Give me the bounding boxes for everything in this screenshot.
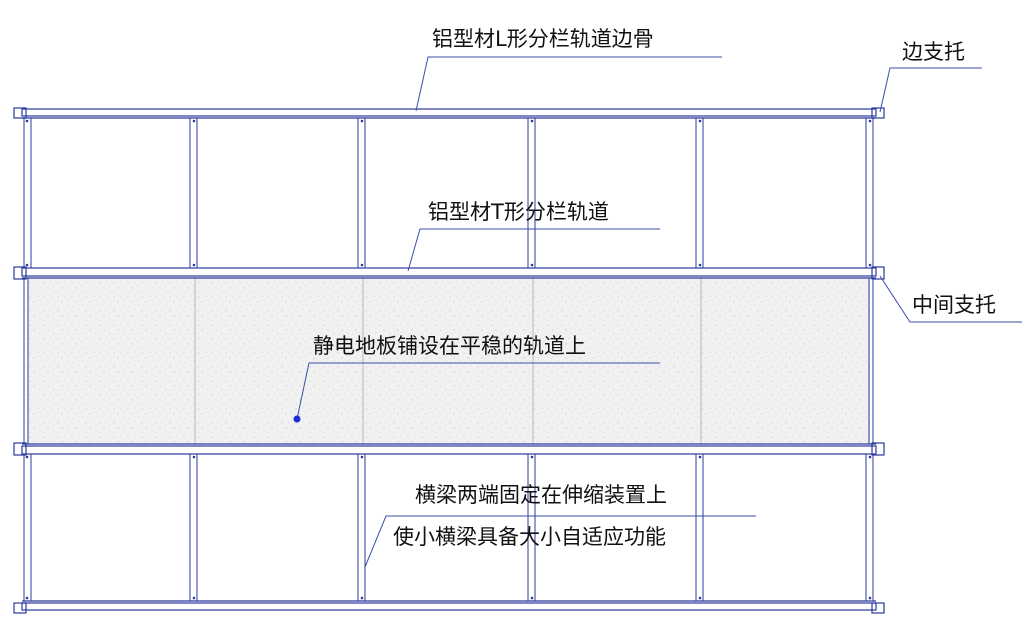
floor-panel-seams xyxy=(194,278,702,444)
floor-pointer-dot xyxy=(293,415,301,423)
label-edge-rail: 铝型材L形分栏轨道边骨 xyxy=(432,27,654,51)
label-beam-line1: 横梁两端固定在伸缩装置上 xyxy=(415,483,667,507)
label-edge-support: 边支托 xyxy=(902,40,965,64)
t-rail-lower xyxy=(21,443,877,455)
label-t-rail: 铝型材T形分栏轨道 xyxy=(428,200,609,224)
rivet-dots xyxy=(25,119,872,600)
middle-supports xyxy=(13,266,885,456)
edge-rail-top xyxy=(21,108,877,119)
leader-cross-beam xyxy=(364,515,756,568)
edge-rail-bottom xyxy=(21,600,877,611)
leader-edge-rail xyxy=(415,56,722,112)
label-middle-support: 中间支托 xyxy=(912,293,996,317)
cross-beams xyxy=(23,117,874,602)
leader-floor xyxy=(296,362,660,420)
edge-supports xyxy=(13,107,885,614)
leader-edge-support xyxy=(879,67,982,113)
static-floor-panels xyxy=(28,278,870,444)
t-rail-upper xyxy=(21,267,877,279)
leader-t-rail xyxy=(407,228,660,272)
label-beam-line2: 使小横梁具备大小自适应功能 xyxy=(393,525,666,549)
label-floor: 静电地板铺设在平稳的轨道上 xyxy=(313,334,586,358)
leader-middle-support xyxy=(879,275,1022,323)
